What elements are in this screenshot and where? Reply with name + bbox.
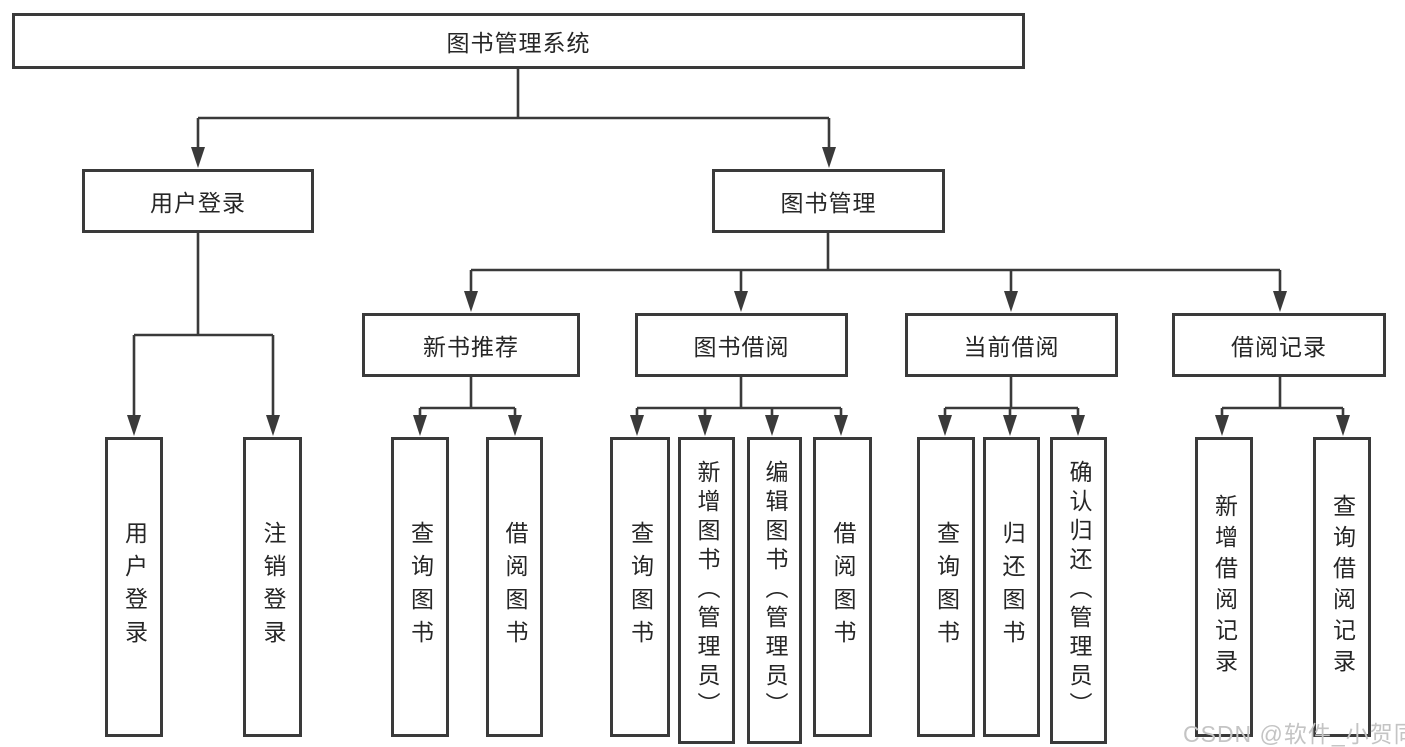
leaf-label: 用户登录: [121, 521, 148, 653]
leaf-edit-book-admin: 编辑图书（管理员）: [747, 437, 802, 744]
leaf-logout: 注销登录: [243, 437, 302, 737]
leaf-label: 编辑图书（管理员）: [762, 460, 788, 721]
leaf-query-book-borrow: 查询图书: [610, 437, 670, 737]
leaf-return-book: 归还图书: [983, 437, 1040, 737]
leaf-label: 借阅图书: [502, 521, 528, 653]
leaf-borrow-book-recommend: 借阅图书: [486, 437, 543, 737]
node-new-book-recommend: 新书推荐: [362, 313, 580, 377]
leaf-label: 查询图书: [407, 521, 434, 653]
leaf-label: 查询图书: [933, 521, 960, 653]
leaf-borrow-book: 借阅图书: [813, 437, 872, 737]
arrowheads: [127, 147, 1350, 436]
leaf-label: 查询借阅记录: [1329, 494, 1356, 680]
leaf-user-login: 用户登录: [105, 437, 163, 737]
leaf-add-borrow-record: 新增借阅记录: [1195, 437, 1253, 737]
leaf-query-borrow-record: 查询借阅记录: [1313, 437, 1371, 737]
leaf-label: 新增借阅记录: [1211, 494, 1238, 680]
node-book-management: 图书管理: [712, 169, 945, 233]
leaf-confirm-return-admin: 确认归还（管理员）: [1050, 437, 1107, 744]
leaf-query-book-recommend: 查询图书: [391, 437, 449, 737]
leaf-label: 新增图书（管理员）: [694, 460, 720, 721]
leaf-label: 查询图书: [627, 521, 654, 653]
leaf-query-book-current: 查询图书: [917, 437, 975, 737]
csdn-watermark: CSDN @软件_小贺同学: [1183, 721, 1405, 747]
node-borrow-records: 借阅记录: [1172, 313, 1386, 377]
leaf-add-book-admin: 新增图书（管理员）: [678, 437, 735, 744]
leaf-label: 注销登录: [260, 521, 286, 653]
node-current-borrow: 当前借阅: [905, 313, 1118, 377]
leaf-label: 归还图书: [999, 521, 1025, 653]
leaf-label: 借阅图书: [830, 521, 856, 653]
node-book-borrow: 图书借阅: [635, 313, 848, 377]
node-root: 图书管理系统: [12, 13, 1025, 69]
leaf-label: 确认归还（管理员）: [1066, 460, 1092, 721]
node-user-login: 用户登录: [82, 169, 314, 233]
